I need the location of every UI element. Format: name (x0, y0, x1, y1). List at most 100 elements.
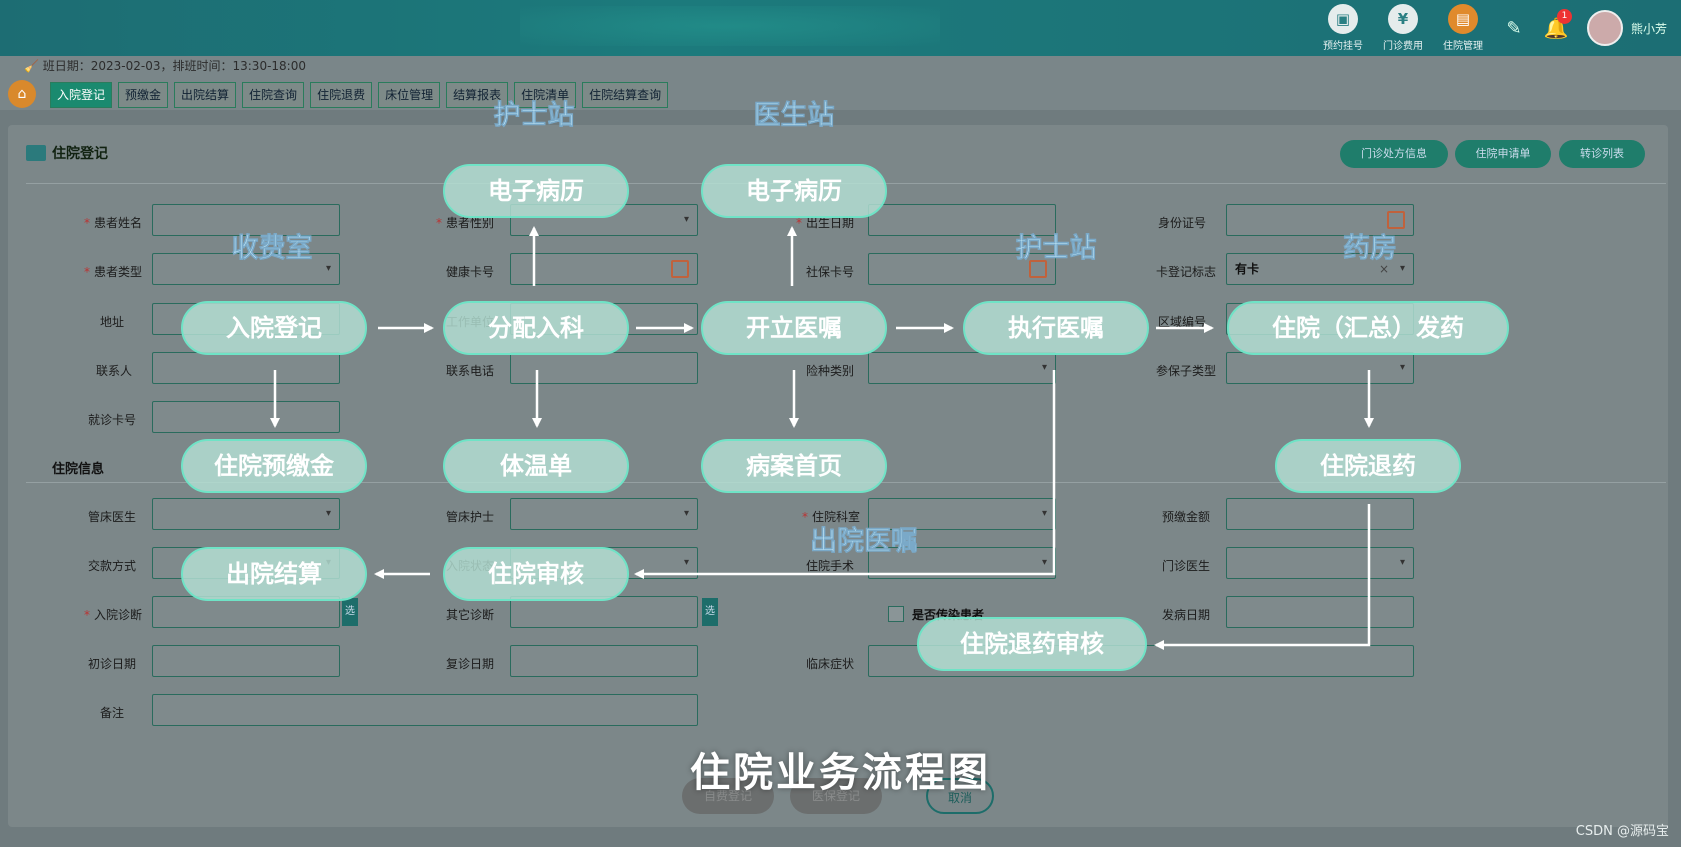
svg-text:住院预缴金: 住院预缴金 (214, 452, 335, 480)
patient-type-select[interactable]: ▾ (152, 253, 340, 285)
tab-inpatient-list[interactable]: 住院清单 (514, 82, 577, 108)
scan-icon[interactable] (1029, 260, 1047, 278)
chevron-down-icon: ▾ (325, 263, 331, 274)
prepay-input[interactable] (1226, 498, 1414, 530)
node-return-review: 住院退药审核 (917, 617, 1147, 671)
gender-label: *患者性别 (435, 216, 494, 230)
tab-refund[interactable]: 住院退费 (310, 82, 373, 108)
tab-settle-report[interactable]: 结算报表 (446, 82, 509, 108)
tab-discharge-settle[interactable]: 出院结算 (174, 82, 237, 108)
insured-type-label: 参保子类型 (1155, 364, 1216, 378)
chevron-down-icon: ▾ (1399, 263, 1405, 274)
chevron-down-icon: ▾ (1399, 557, 1405, 568)
patient-name-input[interactable] (152, 204, 340, 236)
admit-diag-select-button[interactable]: 选 (342, 598, 358, 626)
node-discharge-settle: 出院结算 (181, 547, 367, 601)
top-bar: ▣ 预约挂号 ¥ 门诊费用 ▤ 住院管理 ✎ 🔔 1 熊小芳 (0, 0, 1681, 56)
node-assign-dept: 分配入科 (443, 301, 629, 355)
inpatient-management-button[interactable]: ▤ 住院管理 (1433, 4, 1493, 52)
health-card-input[interactable] (510, 253, 698, 285)
node-emr-nurse: 电子病历 (443, 164, 629, 218)
first-date-input[interactable] (152, 645, 340, 677)
tab-bed-management[interactable]: 床位管理 (378, 82, 441, 108)
calendar-icon: ▣ (1327, 4, 1358, 34)
infectious-checkbox[interactable] (888, 606, 904, 622)
clinic-doctor-select[interactable]: ▾ (1226, 547, 1414, 579)
user-menu[interactable]: 熊小芳 (1586, 10, 1667, 46)
tab-admission[interactable]: 入院登记 (50, 82, 113, 108)
other-diag-input[interactable] (510, 596, 698, 628)
bed-doctor-select[interactable]: ▾ (152, 498, 340, 530)
home-icon[interactable]: ⌂ (8, 80, 36, 108)
tab-inpatient-query[interactable]: 住院查询 (242, 82, 305, 108)
health-card-label: 健康卡号 (445, 265, 494, 279)
idcard-label: 身份证号 (1157, 216, 1206, 230)
bed-nurse-select[interactable]: ▾ (510, 498, 698, 530)
page-title-text: 住院登记 (52, 146, 108, 162)
card-flag-label: 卡登记标志 (1155, 265, 1216, 279)
svg-text:入院登记: 入院登记 (226, 314, 322, 342)
watermark: CSDN @源码宝 (1575, 824, 1669, 839)
node-homepage: 病案首页 (701, 439, 887, 493)
outpatient-fee-button[interactable]: ¥ 门诊费用 (1373, 4, 1433, 52)
nav-tabs: 入院登记 预缴金 出院结算 住院查询 住院退费 床位管理 结算报表 住院清单 住… (50, 82, 674, 108)
onset-date-input[interactable] (1226, 596, 1414, 628)
birth-date-input[interactable] (868, 204, 1056, 236)
prescription-info-button[interactable]: 门诊处方信息 (1340, 140, 1448, 168)
visit-card-input[interactable] (152, 401, 340, 433)
appointment-button[interactable]: ▣ 预约挂号 (1313, 4, 1373, 52)
station-nurse-2: 护士站 (1016, 233, 1097, 264)
idcard-input[interactable] (1226, 204, 1414, 236)
re-date-input[interactable] (510, 645, 698, 677)
prepay-label: 预缴金额 (1161, 510, 1210, 524)
node-emr-doctor: 电子病历 (701, 164, 887, 218)
region-label: 区域编号 (1157, 315, 1206, 329)
svg-text:住院（汇总）发药: 住院（汇总）发药 (1272, 314, 1464, 342)
other-diag-select-button[interactable]: 选 (702, 598, 718, 626)
self-pay-register-button[interactable]: 自费登记 (682, 778, 774, 814)
station-doctor: 医生站 (754, 100, 835, 131)
svg-text:出院结算: 出院结算 (226, 560, 322, 588)
station-cashier: 收费室 (232, 232, 313, 264)
contact-phone-input[interactable] (510, 352, 698, 384)
surgery-label: 住院手术 (805, 559, 854, 573)
svg-text:电子病历: 电子病历 (746, 177, 842, 205)
admit-diag-label: *入院诊断 (83, 608, 142, 622)
flow-arrows (270, 226, 1374, 650)
tab-settle-query[interactable]: 住院结算查询 (582, 82, 669, 108)
insurance-type-select[interactable]: ▾ (868, 352, 1056, 384)
address-label: 地址 (99, 315, 124, 329)
chevron-down-icon: ▾ (1399, 362, 1405, 373)
insured-register-button[interactable]: 医保登记 (790, 778, 882, 814)
onset-date-label: 发病日期 (1161, 608, 1210, 622)
station-pharmacy: 药房 (1343, 233, 1397, 264)
cancel-button[interactable]: 取消 (926, 778, 994, 814)
admission-request-button[interactable]: 住院申请单 (1455, 140, 1551, 168)
station-discharge-order: 出院医嘱 (810, 525, 918, 557)
chevron-down-icon: ▾ (683, 557, 689, 568)
dept-select[interactable]: ▾ (868, 498, 1056, 530)
patient-name-label: *患者姓名 (83, 216, 142, 230)
visit-card-label: 就诊卡号 (87, 413, 136, 427)
scan-icon[interactable] (1387, 211, 1405, 229)
pay-method-label: 交款方式 (87, 559, 136, 573)
card-flag-select[interactable]: 有卡 × ▾ (1226, 253, 1414, 285)
node-prepay: 住院预缴金 (181, 439, 367, 493)
tab-prepay[interactable]: 预缴金 (118, 82, 169, 108)
clear-icon[interactable]: × (1378, 262, 1389, 276)
appointment-label: 预约挂号 (1322, 41, 1363, 52)
node-temperature: 体温单 (443, 439, 629, 493)
referral-list-button[interactable]: 转诊列表 (1559, 140, 1645, 168)
social-card-input[interactable] (868, 253, 1056, 285)
scan-icon[interactable] (671, 260, 689, 278)
chevron-down-icon: ▾ (683, 214, 689, 225)
card-flag-value: 有卡 (1235, 262, 1260, 276)
remark-input[interactable] (152, 694, 698, 726)
pencil-icon[interactable]: ✎ (1506, 17, 1522, 39)
clinic-doctor-label: 门诊医生 (1161, 559, 1210, 573)
arrow-execute-review (634, 370, 1056, 579)
notification-button[interactable]: 🔔 1 (1535, 9, 1577, 40)
insured-type-select[interactable]: ▾ (1226, 352, 1414, 384)
contact-input[interactable] (152, 352, 340, 384)
